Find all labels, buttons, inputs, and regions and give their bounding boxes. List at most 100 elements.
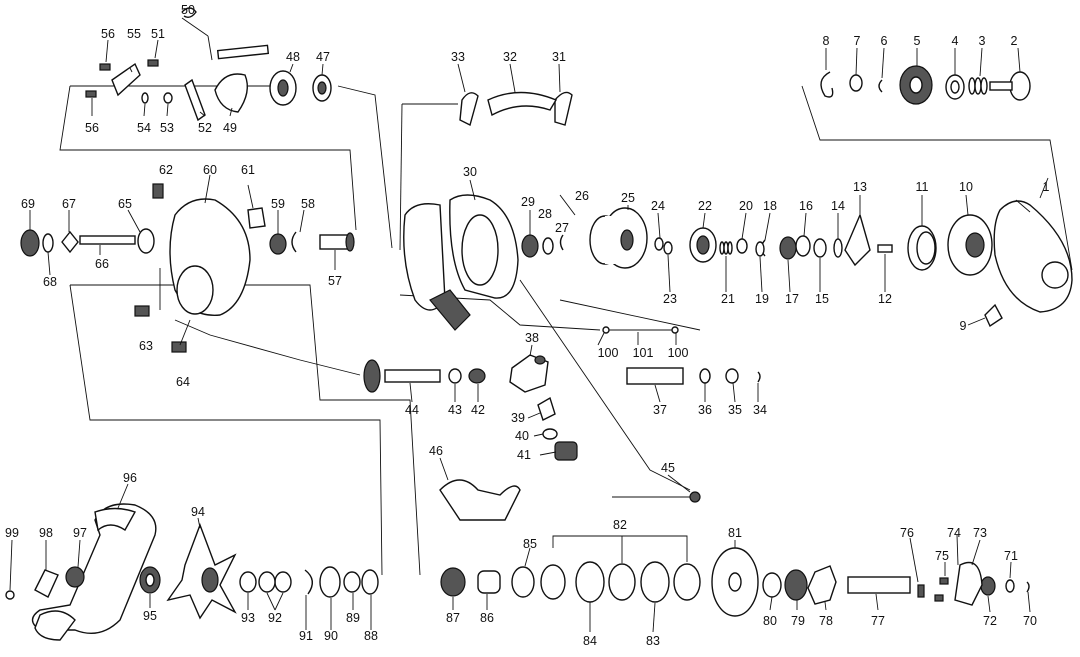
part-label-58: 58 bbox=[301, 197, 315, 211]
part-label-79: 79 bbox=[791, 614, 805, 628]
leader-lines bbox=[9, 17, 1049, 633]
part-36-shape bbox=[699, 368, 711, 384]
part-label-37: 37 bbox=[653, 403, 667, 417]
part-33-shape bbox=[459, 92, 479, 127]
part-label-17: 17 bbox=[785, 292, 799, 306]
part-92-b-shape bbox=[258, 571, 276, 593]
part-label-98: 98 bbox=[39, 526, 53, 540]
part-label-90: 90 bbox=[324, 629, 338, 643]
part-label-83: 83 bbox=[646, 634, 660, 648]
part-shapes bbox=[5, 7, 1073, 641]
part-52-shape bbox=[184, 78, 206, 122]
part-label-99: 99 bbox=[5, 526, 19, 540]
part-label-12: 12 bbox=[878, 292, 892, 306]
part-label-35: 35 bbox=[728, 403, 742, 417]
part-94-star-drag-shape bbox=[166, 523, 237, 620]
part-label-93: 93 bbox=[241, 611, 255, 625]
part-19-shape bbox=[755, 241, 765, 257]
part-93-shape bbox=[239, 571, 257, 593]
part-46-guide-shape bbox=[439, 479, 521, 521]
part-label-96: 96 bbox=[123, 471, 137, 485]
part-56-screw-shape bbox=[99, 63, 111, 71]
part-label-7: 7 bbox=[854, 34, 861, 48]
part-72-shape bbox=[980, 576, 996, 596]
part-24-shape bbox=[654, 237, 664, 251]
part-67-shape bbox=[61, 230, 79, 254]
part-23-shape bbox=[663, 241, 673, 255]
part-100-a-shape bbox=[602, 326, 610, 334]
part-50-spring-shape bbox=[181, 7, 197, 19]
part-label-50: 50 bbox=[181, 3, 195, 17]
part-1-side-plate-shape bbox=[993, 200, 1073, 313]
part-label-68: 68 bbox=[43, 275, 57, 289]
part-15-shape bbox=[813, 238, 827, 258]
part-53-shape bbox=[163, 92, 173, 104]
part-37-shaft-shape bbox=[626, 367, 684, 385]
part-label-73: 73 bbox=[973, 526, 987, 540]
part-64-screw-shape bbox=[171, 341, 187, 353]
part-label-2: 2 bbox=[1011, 34, 1018, 48]
part-2-knob-shape bbox=[1009, 71, 1031, 101]
part-label-65: 65 bbox=[118, 197, 132, 211]
part-label-81: 81 bbox=[728, 526, 742, 540]
part-label-16: 16 bbox=[799, 199, 813, 213]
part-label-13: 13 bbox=[853, 180, 867, 194]
part-label-57: 57 bbox=[328, 274, 342, 288]
part-label-74: 74 bbox=[947, 526, 961, 540]
part-label-89: 89 bbox=[346, 611, 360, 625]
assembly-frame-lines bbox=[59, 85, 1073, 576]
part-label-34: 34 bbox=[753, 403, 767, 417]
part-label-38: 38 bbox=[525, 331, 539, 345]
part-label-59: 59 bbox=[271, 197, 285, 211]
part-label-67: 67 bbox=[62, 197, 76, 211]
part-label-80: 80 bbox=[763, 614, 777, 628]
part-90-shape bbox=[319, 566, 341, 598]
part-31-shape bbox=[554, 91, 573, 126]
part-label-48: 48 bbox=[286, 50, 300, 64]
part-label-21: 21 bbox=[721, 292, 735, 306]
part-label-75: 75 bbox=[935, 549, 949, 563]
part-label-94: 94 bbox=[191, 505, 205, 519]
part-21-spring-shape bbox=[719, 241, 733, 255]
part-87-bearing-shape bbox=[440, 567, 466, 597]
part-label-44: 44 bbox=[405, 403, 419, 417]
part-label-66: 66 bbox=[95, 257, 109, 271]
part-label-24: 24 bbox=[651, 199, 665, 213]
part-label-14: 14 bbox=[831, 199, 845, 213]
part-label-56b: 56 bbox=[85, 121, 99, 135]
part-label-88: 88 bbox=[364, 629, 378, 643]
part-78-shape bbox=[807, 565, 837, 605]
part-17-shape bbox=[779, 236, 797, 260]
part-88-shape bbox=[361, 569, 379, 595]
part-label-60: 60 bbox=[203, 163, 217, 177]
part-label-18: 18 bbox=[763, 199, 777, 213]
part-12-shape bbox=[877, 244, 893, 253]
part-82-washer-c-shape bbox=[540, 564, 566, 600]
part-58-clip-shape bbox=[291, 231, 297, 253]
part-label-26: 26 bbox=[575, 189, 589, 203]
part-63-screw-shape bbox=[134, 305, 150, 317]
part-85-washer-shape bbox=[511, 566, 535, 598]
part-84-washer-shape bbox=[575, 561, 605, 603]
part-label-43: 43 bbox=[448, 403, 462, 417]
part-82-washer-a-shape bbox=[673, 563, 701, 601]
part-label-77: 77 bbox=[871, 614, 885, 628]
part-label-28: 28 bbox=[538, 207, 552, 221]
part-label-76: 76 bbox=[900, 526, 914, 540]
part-label-20: 20 bbox=[739, 199, 753, 213]
part-97-nut-shape bbox=[65, 566, 85, 588]
part-label-54: 54 bbox=[137, 121, 151, 135]
part-label-19: 19 bbox=[755, 292, 769, 306]
part-73-74-shape bbox=[954, 561, 983, 606]
part-8-spring-shape bbox=[820, 71, 834, 98]
part-16-shape bbox=[795, 235, 811, 257]
part-label-22: 22 bbox=[698, 199, 712, 213]
part-label-87: 87 bbox=[446, 611, 460, 625]
part-label-36: 36 bbox=[698, 403, 712, 417]
part-label-52: 52 bbox=[198, 121, 212, 135]
part-71-shape bbox=[1005, 579, 1015, 593]
part-label-97: 97 bbox=[73, 526, 87, 540]
part-39-shape bbox=[537, 396, 556, 421]
part-27-clip-shape bbox=[559, 234, 564, 251]
